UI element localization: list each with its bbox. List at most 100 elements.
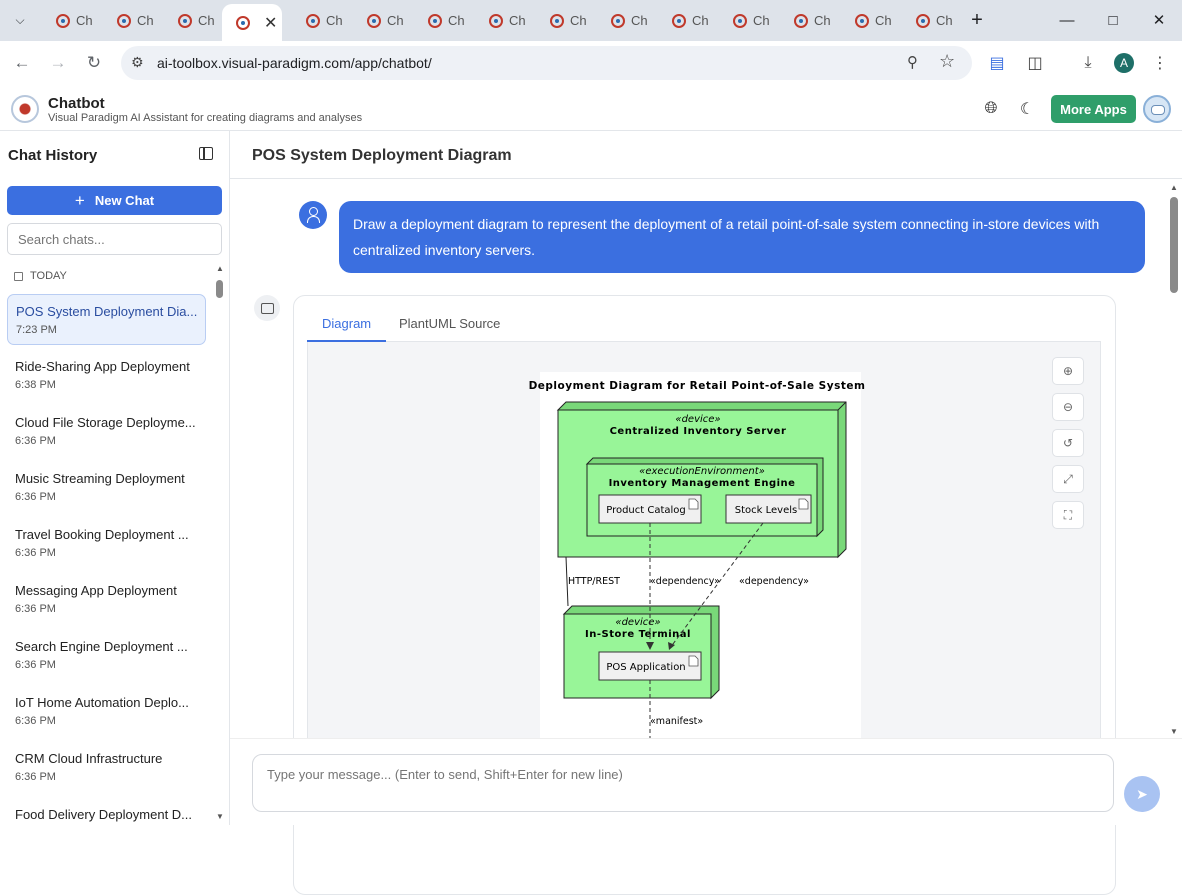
more-apps-button[interactable]: More Apps: [1051, 95, 1136, 123]
browser-tab-active[interactable]: ✕: [222, 4, 282, 41]
chat-history-item[interactable]: IoT Home Automation Deplo... 6:36 PM: [15, 695, 189, 727]
tab-diagram[interactable]: Diagram: [307, 316, 387, 342]
browser-tab[interactable]: Ch: [780, 6, 838, 35]
chat-history-item[interactable]: Music Streaming Deployment 6:36 PM: [15, 471, 185, 503]
user-avatar-icon: [299, 201, 327, 229]
fit-to-screen-icon[interactable]: ⤢: [1052, 465, 1084, 493]
browser-tab[interactable]: Ch: [42, 6, 100, 35]
browser-tab[interactable]: Ch: [164, 6, 222, 35]
profile-avatar[interactable]: A: [1114, 53, 1134, 73]
browser-tab[interactable]: Ch: [292, 6, 350, 35]
chat-history-item[interactable]: Food Delivery Deployment D...: [15, 807, 193, 822]
scrollbar-thumb[interactable]: [1170, 197, 1178, 293]
browser-tab[interactable]: Ch: [902, 6, 960, 35]
visual-paradigm-favicon-icon: [733, 13, 747, 28]
address-url[interactable]: ai-toolbox.visual-paradigm.com/app/chatb…: [157, 55, 432, 71]
browser-tab[interactable]: Ch: [536, 6, 594, 35]
chat-history-item[interactable]: CRM Cloud Infrastructure 6:36 PM: [15, 751, 163, 783]
back-arrow-icon[interactable]: ←: [13, 53, 31, 72]
browser-tab[interactable]: Ch: [475, 6, 533, 35]
tab-search-chevron-icon[interactable]: ⌵: [15, 12, 25, 27]
browser-tab[interactable]: Ch: [719, 6, 777, 35]
browser-tab[interactable]: Ch: [841, 6, 899, 35]
manifest-label: «manifest»: [650, 716, 703, 727]
browser-toolbar: ← → ↻ ⚙ ai-toolbox.visual-paradigm.com/a…: [0, 41, 1182, 85]
env-name: Inventory Management Engine: [609, 478, 796, 489]
chat-history-item[interactable]: Cloud File Storage Deployme... 6:36 PM: [15, 415, 196, 447]
diagram-title: Deployment Diagram for Retail Point-of-S…: [529, 380, 866, 392]
visual-paradigm-favicon-icon: [236, 15, 250, 30]
scroll-up-arrow-icon[interactable]: ▲: [1170, 183, 1178, 192]
reset-view-icon[interactable]: ↺: [1052, 429, 1084, 457]
chat-main-panel: POS System Deployment Diagram Draw a dep…: [230, 131, 1182, 895]
message-input[interactable]: [252, 754, 1114, 812]
zoom-out-icon[interactable]: ⊖: [1052, 393, 1084, 421]
sidebar-title: Chat History: [8, 147, 98, 164]
user-message-bubble: Draw a deployment diagram to represent t…: [339, 201, 1145, 273]
dark-mode-moon-icon[interactable]: ☾: [1019, 101, 1035, 118]
zoom-in-icon[interactable]: ⊕: [1052, 357, 1084, 385]
send-icon[interactable]: ➤: [1124, 776, 1160, 812]
reload-icon[interactable]: ↻: [86, 53, 102, 72]
scrollbar-thumb[interactable]: [216, 280, 223, 298]
conversation-header: POS System Deployment Diagram: [230, 131, 1182, 179]
close-tab-icon[interactable]: ✕: [264, 14, 278, 32]
new-chat-button[interactable]: + New Chat: [7, 186, 222, 215]
chat-history-item[interactable]: Search Engine Deployment ... 6:36 PM: [15, 639, 188, 671]
main-scrollbar[interactable]: ▲ ▼: [1168, 183, 1180, 739]
visual-paradigm-favicon-icon: [306, 13, 320, 28]
extension-document-icon[interactable]: ▤: [989, 55, 1005, 72]
tab-plantuml-source[interactable]: PlantUML Source: [399, 316, 501, 331]
env-stereotype: «executionEnvironment»: [639, 466, 765, 477]
browser-tab[interactable]: Ch: [658, 6, 716, 35]
browser-tab[interactable]: Ch: [414, 6, 472, 35]
new-tab-plus-icon[interactable]: +: [971, 8, 983, 31]
calendar-icon: [14, 271, 23, 281]
server-stereotype: «device»: [675, 414, 720, 425]
extensions-puzzle-icon[interactable]: ◫: [1027, 55, 1043, 72]
response-tabs: Diagram PlantUML Source: [307, 310, 1101, 342]
app-title: Chatbot: [48, 95, 105, 112]
chat-history-item[interactable]: Travel Booking Deployment ... 6:36 PM: [15, 527, 189, 559]
artifact-product-catalog-label: Product Catalog: [606, 505, 686, 516]
address-bar[interactable]: ⚙ ai-toolbox.visual-paradigm.com/app/cha…: [121, 46, 972, 80]
visual-paradigm-favicon-icon: [672, 13, 686, 28]
diagram-canvas[interactable]: Deployment Diagram for Retail Point-of-S…: [307, 342, 1101, 802]
visual-paradigm-logo: [11, 95, 39, 123]
minimize-window-icon[interactable]: —: [1059, 11, 1075, 29]
artifact-stock-levels-label: Stock Levels: [735, 505, 797, 516]
language-globe-icon[interactable]: 🌐︎: [984, 100, 998, 117]
chat-history-item[interactable]: Messaging App Deployment 6:36 PM: [15, 583, 177, 615]
chat-history-item-selected[interactable]: POS System Deployment Dia... 7:23 PM: [7, 294, 206, 345]
search-chats-input[interactable]: [7, 223, 222, 255]
maximize-window-icon[interactable]: □: [1108, 11, 1118, 29]
assistant-avatar[interactable]: [1143, 95, 1171, 123]
close-window-icon[interactable]: ✕: [1152, 12, 1166, 29]
browser-tab[interactable]: Ch: [353, 6, 411, 35]
forward-arrow-icon[interactable]: →: [49, 53, 67, 72]
browser-tab[interactable]: Ch: [597, 6, 655, 35]
visual-paradigm-favicon-icon: [916, 13, 930, 28]
chat-history-item[interactable]: Ride-Sharing App Deployment 6:38 PM: [15, 359, 190, 391]
scroll-up-arrow-icon[interactable]: ▲: [216, 264, 224, 273]
site-settings-icon[interactable]: ⚙: [131, 54, 144, 70]
zoom-magnifier-icon[interactable]: ⚲: [907, 54, 918, 71]
dependency-connector-stock: [669, 522, 764, 649]
sidebar-collapse-icon[interactable]: [199, 147, 213, 160]
scroll-down-arrow-icon[interactable]: ▼: [216, 812, 224, 821]
fullscreen-icon[interactable]: ⛶: [1052, 501, 1084, 529]
download-icon[interactable]: ⤓: [1084, 54, 1092, 71]
bookmark-star-icon[interactable]: ☆: [939, 51, 956, 71]
http-rest-label: HTTP/REST: [568, 576, 620, 587]
scroll-down-arrow-icon[interactable]: ▼: [1170, 727, 1178, 736]
artifact-pos-application-label: POS Application: [606, 662, 685, 673]
browser-menu-kebab-icon[interactable]: ⋮: [1152, 55, 1168, 72]
new-chat-label: New Chat: [94, 193, 155, 208]
sidebar-scrollbar[interactable]: ▲ ▼: [214, 264, 226, 824]
chat-history-sidebar: Chat History + New Chat TODAY POS System…: [0, 131, 230, 825]
artifact-stock-levels: [725, 494, 812, 524]
visual-paradigm-favicon-icon: [611, 13, 625, 28]
browser-tab[interactable]: Ch: [103, 6, 161, 35]
visual-paradigm-favicon-icon: [855, 13, 869, 28]
artifact-pos-application: [598, 651, 702, 681]
